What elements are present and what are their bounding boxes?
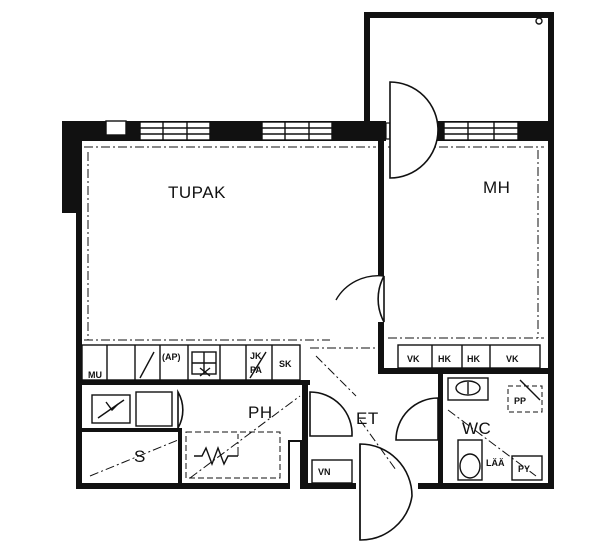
kitchen-counter (81, 344, 301, 381)
windows (105, 120, 519, 141)
room-label-et: ET (356, 409, 379, 428)
balcony (364, 12, 554, 124)
sauna-area (89, 391, 179, 477)
fixture-label-mu: MU (88, 370, 102, 380)
fixture-label-pp: PP (514, 396, 526, 406)
interior-walls (82, 141, 554, 489)
fixture-label-pa: PA (250, 365, 262, 375)
fixture-label-jk: JK (250, 351, 262, 361)
fixture-label-sk: SK (279, 359, 292, 369)
fixture-label-ap: (AP) (162, 352, 181, 362)
bedroom-wardrobes (397, 344, 541, 369)
fixture-label-py: PY (518, 464, 530, 474)
room-label-tupak: TUPAK (168, 183, 226, 202)
dash-lines (84, 146, 544, 349)
room-label-s: S (134, 447, 146, 466)
hall-fixtures (185, 355, 397, 484)
room-label-mh: MH (483, 178, 510, 197)
fixture-label-laa: LÄÄ (486, 458, 505, 468)
room-label-wc: WC (462, 419, 491, 438)
fixture-label-hk-left: HK (438, 354, 451, 364)
fixture-label-hk-right: HK (467, 354, 480, 364)
fixture-label-vn: VN (318, 467, 331, 477)
doors (177, 81, 439, 541)
wc-fixtures (447, 377, 543, 481)
room-label-ph: PH (248, 403, 273, 422)
fixture-label-vk-right: VK (506, 354, 519, 364)
fixture-label-vk-left: VK (407, 354, 420, 364)
